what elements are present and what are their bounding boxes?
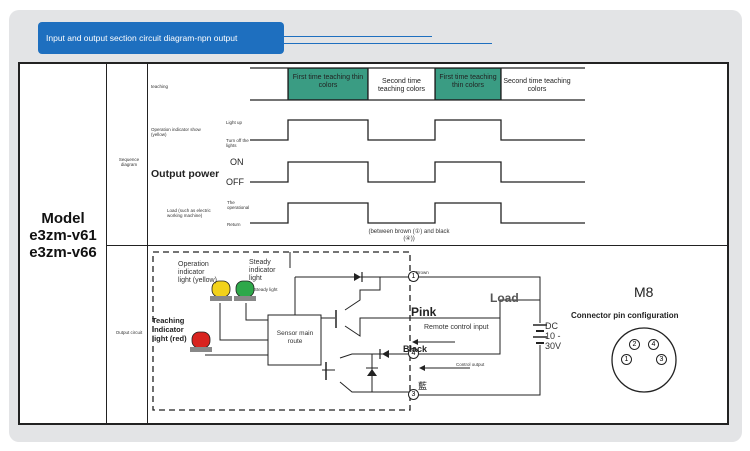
dc-range-label: 10 - — [545, 331, 561, 341]
on-label: ON — [230, 157, 244, 167]
pin-1: 1 — [408, 271, 419, 282]
steady-sub-label: Steady light — [254, 287, 278, 292]
segment-box — [288, 68, 368, 100]
teaching-row-label: teaching — [151, 84, 169, 89]
wire — [219, 303, 268, 341]
wire — [344, 277, 381, 311]
connector-code: M8 — [634, 284, 654, 300]
pin-4: 4 — [408, 348, 419, 359]
steady-indicator-label: Steady indicator light — [249, 259, 276, 282]
sensor-main-label: Sensor main route — [276, 330, 314, 345]
load-waveform — [250, 202, 585, 224]
remote-input-label: Remote control input — [424, 324, 489, 331]
brown-label: Brown — [416, 270, 429, 275]
arrow-head — [419, 365, 425, 371]
between-note: (between brown (①) and black (④)) — [368, 229, 450, 242]
teaching-indicator-label: Teaching indicator light (red) — [152, 316, 187, 343]
segment-label: First time teaching thin colors — [292, 74, 364, 89]
red-led-base — [190, 347, 212, 352]
pink-label: Pink — [411, 305, 437, 319]
dc-range-label: 30V — [545, 341, 562, 351]
diode — [354, 273, 361, 281]
column-divider — [147, 62, 148, 425]
green-led-base — [234, 296, 256, 301]
wire — [339, 381, 414, 393]
operation-label: The operational — [227, 200, 250, 210]
output-power-label: Output power — [151, 168, 220, 180]
black-label: Black — [403, 344, 428, 354]
arrow-head — [412, 339, 418, 345]
load-label: Load — [490, 291, 519, 305]
model-code: e3zm-v66 — [29, 244, 97, 261]
connector-outline — [611, 327, 677, 393]
connector-pin: 2 — [629, 339, 640, 350]
turn-off-label: Turn off the lights — [226, 138, 249, 148]
circuit-section-label: Output circuit — [115, 330, 143, 335]
connector-pin: 1 — [621, 354, 632, 365]
connector-pin: 4 — [648, 339, 659, 350]
connector-title: Connector pin configuration — [571, 311, 679, 320]
connector-pin: 3 — [656, 354, 667, 365]
section-header-title: Input and output section circuit diagram… — [46, 33, 238, 43]
row-divider — [106, 245, 729, 246]
op-indicator-row-label: Operation indicator show (yellow) — [151, 127, 201, 137]
zener-diode — [367, 369, 377, 376]
segment-label: Second time teaching colors — [503, 78, 571, 93]
load-row-label: Load (such as electric working machine) — [167, 208, 211, 218]
diode — [382, 350, 389, 358]
wire — [414, 345, 541, 396]
model-block: Model e3zm-v61 e3zm-v66 — [20, 210, 106, 261]
return-label: Return — [227, 222, 241, 227]
wire — [245, 303, 268, 321]
green-led — [235, 280, 255, 298]
header-rule — [284, 43, 492, 44]
off-label: OFF — [226, 177, 244, 187]
light-up-label: Light up — [226, 120, 243, 125]
sensor-boundary — [152, 251, 411, 411]
model-code: e3zm-v61 — [29, 227, 97, 244]
op-indicator-label: Operation indicator light (yellow) — [178, 261, 217, 284]
sensor-main-box — [267, 314, 322, 366]
section-header: Input and output section circuit diagram… — [38, 22, 284, 54]
sequence-section-label: Sequence diagram — [118, 157, 140, 167]
header-rule — [284, 36, 432, 37]
yellow-led-base — [210, 296, 232, 301]
diagram-table — [18, 62, 729, 425]
segment-label: Second time teaching colors — [377, 78, 426, 93]
dc-label: DC — [545, 321, 558, 331]
model-label: Model — [41, 210, 85, 227]
output-waveform — [250, 161, 585, 183]
segment-label: First time teaching thin colors — [439, 74, 497, 89]
indicator-waveform — [250, 119, 585, 141]
blue-label: 藍 — [418, 381, 428, 391]
pin-3: 3 — [408, 389, 419, 400]
column-divider — [106, 62, 107, 425]
control-output-label: Control output — [456, 362, 485, 367]
